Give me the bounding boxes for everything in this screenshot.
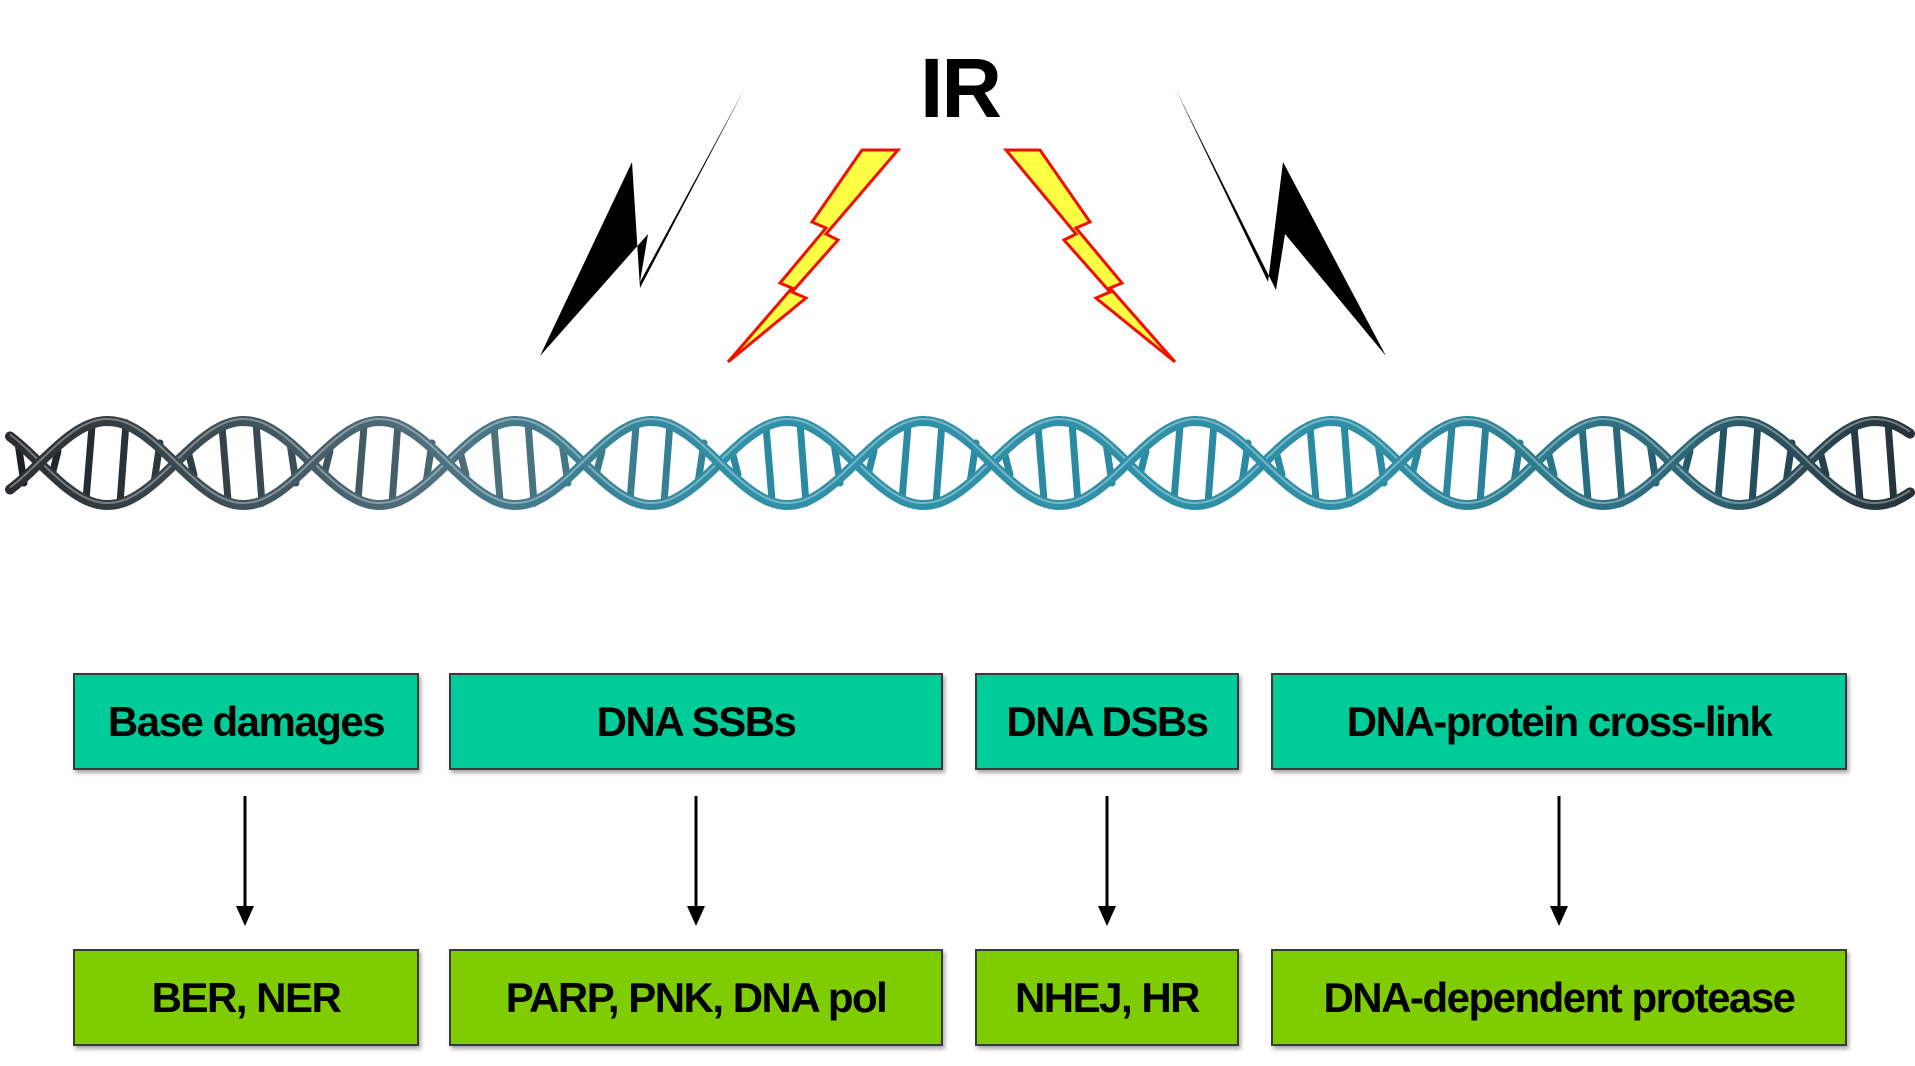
yellow-bolt-left-icon xyxy=(726,148,902,364)
dna-base-pair-rung xyxy=(1340,419,1354,507)
dna-base-pair-rung xyxy=(1034,422,1048,504)
dna-base-pair-rung xyxy=(1204,419,1218,507)
dna-strand-a-highlight xyxy=(9,417,1911,505)
ir-title: IR xyxy=(920,41,1002,135)
dna-base-pair-rung xyxy=(252,419,266,507)
black-bolt-left-icon xyxy=(540,88,745,356)
dna-base-pair-rung xyxy=(1476,419,1490,507)
repair-box-dna-dependent-protease: DNA-dependent protease xyxy=(1271,949,1847,1046)
yellow-bolt-right-icon xyxy=(1002,148,1177,364)
dna-base-pair-rung xyxy=(762,422,776,504)
dna-base-pair-rung xyxy=(1748,419,1762,507)
dna-base-pair-rung xyxy=(626,422,640,504)
arrows-group xyxy=(236,796,1568,926)
dna-base-pair-rung xyxy=(796,419,810,507)
dna-base-pair-rung xyxy=(660,419,674,507)
dna-base-pair-rung xyxy=(1612,419,1626,507)
damage-box-base-damages: Base damages xyxy=(73,673,419,770)
damage-box-dna-ssbs: DNA SSBs xyxy=(449,673,943,770)
dna-strand-b-highlight xyxy=(9,417,1911,505)
arrow-head-icon xyxy=(1550,906,1568,926)
dna-base-pair-rung xyxy=(1578,422,1592,504)
dna-base-pair-rung xyxy=(388,419,402,507)
repair-box-ber-ner: BER, NER xyxy=(73,949,419,1046)
dna-base-pair-rung xyxy=(898,422,912,504)
dna-base-pair-rung xyxy=(218,422,232,504)
dna-base-pair-rung xyxy=(354,422,368,504)
dna-base-pair-rung xyxy=(1442,422,1456,504)
dna-base-pair-rung xyxy=(1884,419,1898,507)
dna-base-pair-rung xyxy=(1170,422,1184,504)
dna-base-pair-rung xyxy=(1306,422,1320,504)
dna-double-helix xyxy=(5,415,1915,511)
dna-strand-a xyxy=(5,415,1915,511)
dna-strand-b xyxy=(5,415,1915,511)
arrow-head-icon xyxy=(687,906,705,926)
dna-base-pair-rung xyxy=(116,419,130,507)
dna-base-pair-rung xyxy=(490,422,504,504)
repair-box-nhej-hr: NHEJ, HR xyxy=(975,949,1239,1046)
dna-base-pair-rung xyxy=(1068,419,1082,507)
damage-box-dna-dsbs: DNA DSBs xyxy=(975,673,1239,770)
arrow-head-icon xyxy=(236,906,254,926)
repair-box-parp-pnk-dna-pol: PARP, PNK, DNA pol xyxy=(449,949,943,1046)
black-bolt-right-icon xyxy=(1175,88,1386,356)
dna-base-pair-rung xyxy=(1714,422,1728,504)
arrow-head-icon xyxy=(1098,906,1116,926)
dna-base-pair-rung xyxy=(82,422,96,504)
damage-box-dna-protein-cross-link: DNA-protein cross-link xyxy=(1271,673,1847,770)
dna-base-pair-rung xyxy=(1850,422,1864,504)
dna-base-pair-rung xyxy=(524,419,538,507)
dna-base-pair-rung xyxy=(932,419,946,507)
